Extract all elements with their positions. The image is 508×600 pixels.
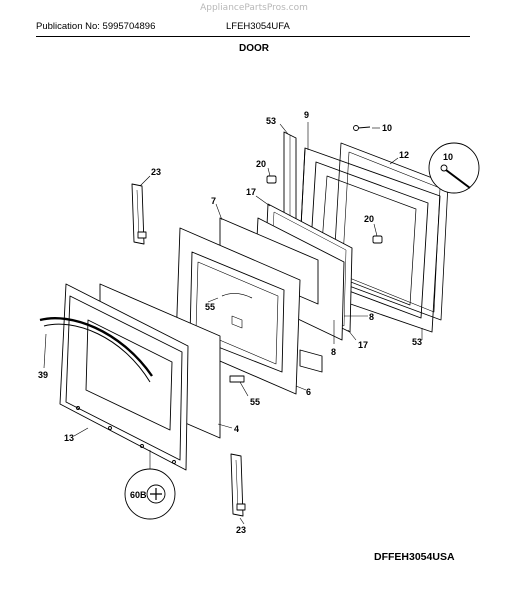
outer-door-panel-13: [59, 283, 189, 471]
hinge-23-top: [131, 183, 147, 245]
door-handle-39: [39, 316, 153, 383]
callout-60b: 60B: [130, 490, 147, 500]
callout-23-top: 23: [151, 167, 161, 177]
bracket-55-bottom: [229, 375, 245, 383]
callout-20-top: 20: [256, 159, 266, 169]
callout-23-bottom: 23: [236, 525, 246, 535]
callout-39: 39: [38, 370, 48, 380]
callout-6: 6: [306, 387, 311, 397]
door-frame-trim: [332, 142, 449, 321]
publication-number: Publication No: 5995704896: [36, 21, 156, 32]
callout-53-lower: 53: [412, 337, 422, 347]
watermark: AppliancePartsPros.com: [200, 3, 308, 13]
callout-8-lower: 8: [331, 347, 336, 357]
section-title: DOOR: [239, 43, 269, 54]
hinge-23-bottom: [230, 453, 246, 517]
callout-17-top: 17: [246, 187, 256, 197]
callout-55-bottom: 55: [250, 397, 260, 407]
callout-7: 7: [211, 196, 216, 206]
detail-circle-10: [428, 142, 480, 194]
detail-circle-60b: [124, 468, 176, 520]
callout-55-top: 55: [205, 302, 215, 312]
callout-13: 13: [64, 433, 74, 443]
callout-53-top: 53: [266, 116, 276, 126]
callout-9: 9: [304, 110, 309, 120]
header-rule: [36, 36, 470, 37]
callout-10: 10: [382, 123, 392, 133]
callout-12: 12: [399, 150, 409, 160]
screw-10-top: [353, 125, 371, 131]
callout-labels: 53 9 10 12 20 10 23 7 17 20 55 8 8 17 53…: [38, 110, 453, 535]
callout-10-detail: 10: [443, 152, 453, 162]
clip-20-middle: [372, 235, 383, 244]
leader-lines: [43, 122, 423, 525]
clip-20-top: [266, 175, 277, 184]
callout-20-middle: 20: [364, 214, 374, 224]
model-number: LFEH3054UFA: [226, 21, 290, 32]
callout-17-lower: 17: [358, 340, 368, 350]
callout-8-right: 8: [369, 312, 374, 322]
callout-4: 4: [234, 424, 239, 434]
diagram-code: DFFEH3054USA: [374, 551, 455, 563]
